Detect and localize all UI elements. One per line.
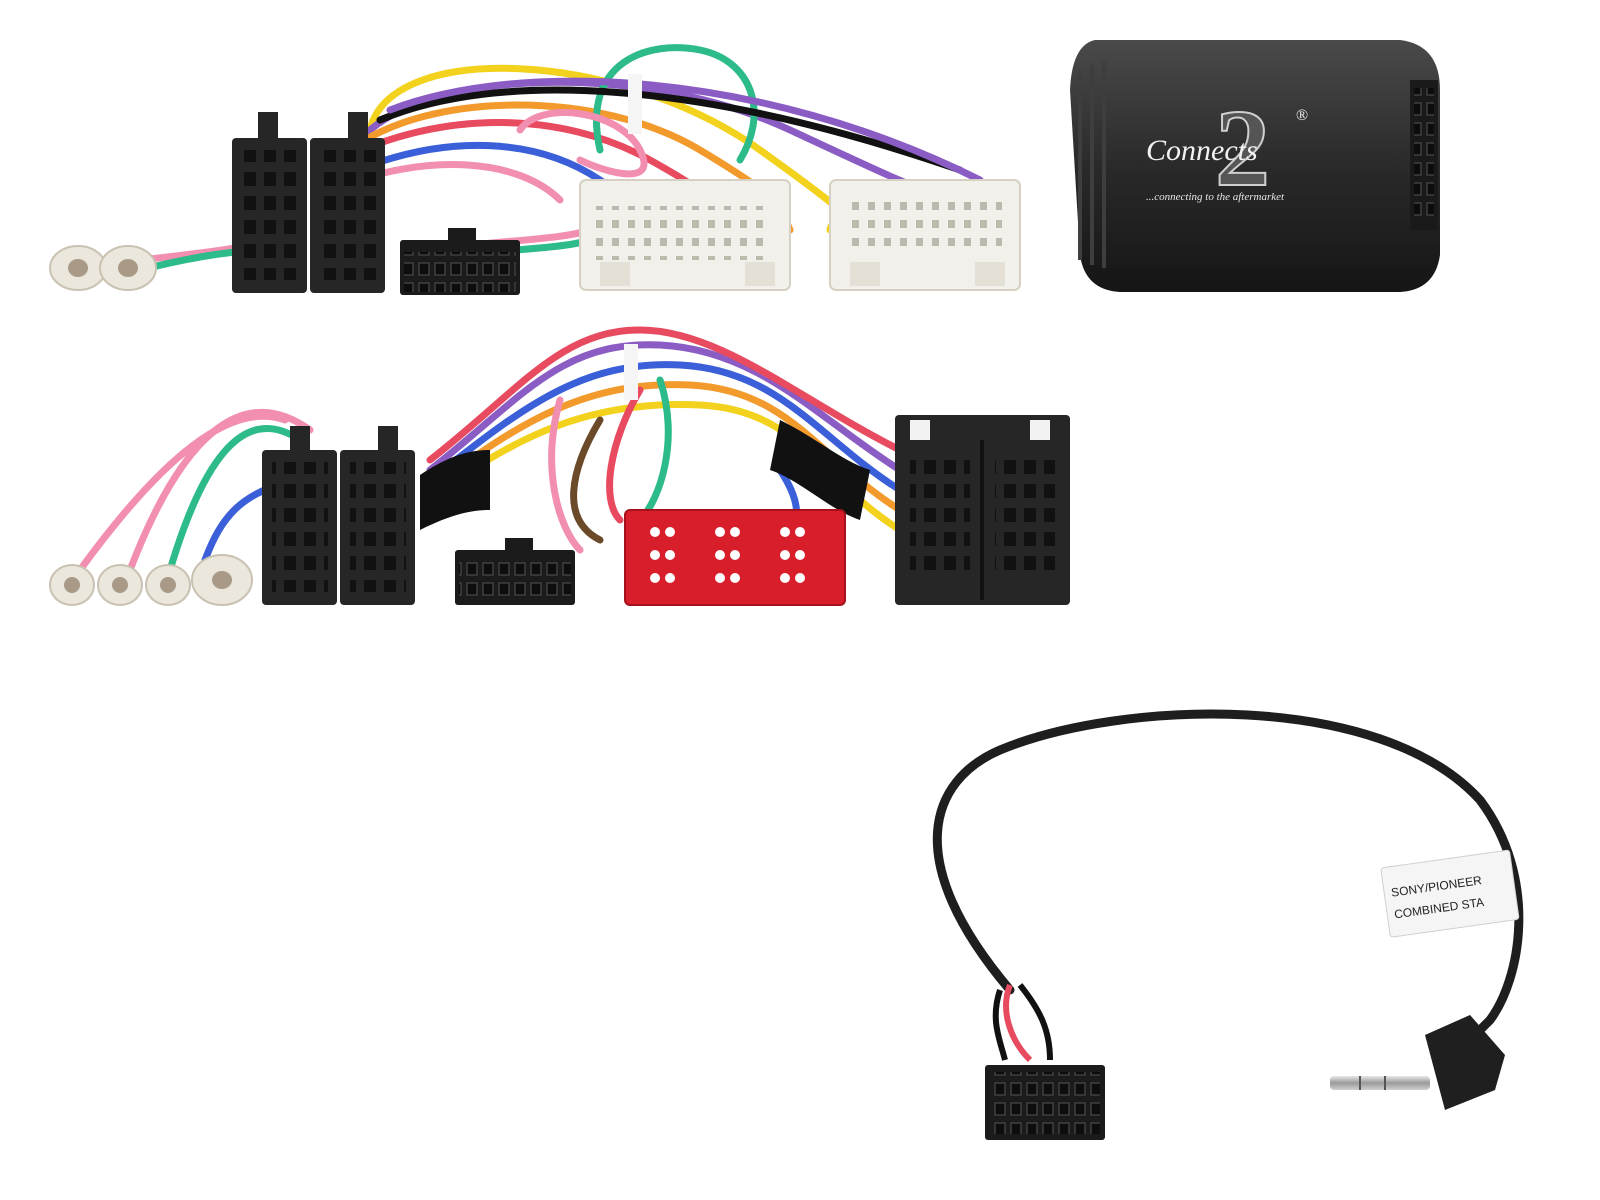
patch-lead-wires <box>992 983 1053 1063</box>
white-vehicle-connector-large <box>579 179 791 291</box>
module-logo: 2 Connects ® ...connecting to the afterm… <box>1146 86 1308 210</box>
spade-terminals-middle <box>49 554 253 606</box>
middle-harness <box>49 326 1070 606</box>
white-vehicle-connector-small <box>829 179 1021 291</box>
twelve-pin-connector-middle <box>455 538 575 605</box>
patch-lead-12-pin-connector <box>985 1065 1105 1140</box>
patch-lead: SONY/PIONEER COMBINED STA <box>932 709 1524 1140</box>
3-5mm-jack-plug-icon <box>1330 1015 1505 1110</box>
iso-connector-right-middle <box>340 426 415 605</box>
logo-numeral: 2 <box>1215 87 1270 209</box>
iso-connector-vehicle-side <box>895 415 1070 605</box>
twelve-pin-connector-top <box>400 228 520 295</box>
iso-connector-left-top <box>232 112 307 293</box>
patch-lead-label: SONY/PIONEER COMBINED STA <box>1380 849 1520 938</box>
patch-cable <box>932 709 1524 1065</box>
cable-sleeve-left <box>420 450 490 530</box>
steering-interface-module-icon: 2 Connects ® ...connecting to the afterm… <box>1070 40 1440 292</box>
cable-sleeve-right <box>770 420 870 520</box>
red-mini-iso-connector <box>624 509 846 606</box>
iso-connector-left-middle <box>262 426 337 605</box>
logo-brand: Connects <box>1146 134 1258 167</box>
spade-terminals-top <box>49 245 157 291</box>
cable-tie-middle <box>624 344 638 400</box>
registered-mark: ® <box>1296 107 1308 124</box>
logo-tagline: ...connecting to the aftermarket <box>1146 191 1285 203</box>
top-harness <box>49 44 1021 295</box>
iso-connector-right-top <box>310 112 385 293</box>
cable-tie <box>628 74 642 134</box>
